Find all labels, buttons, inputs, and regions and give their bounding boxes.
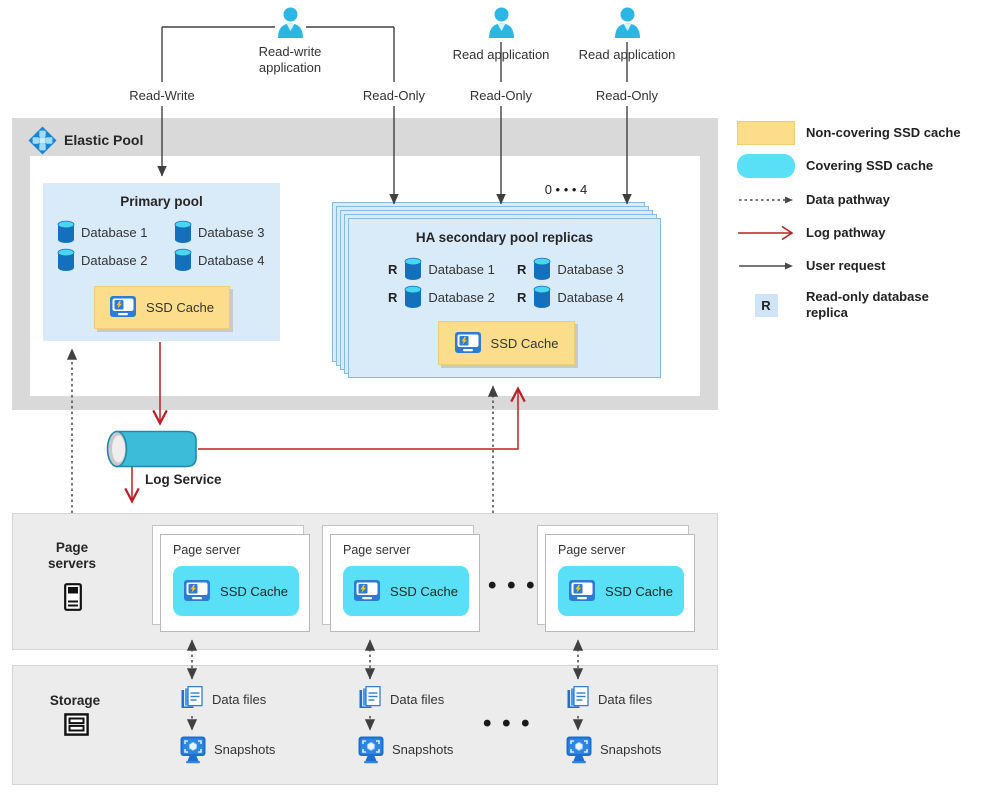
replica-database-item: R Database 2 (388, 285, 495, 309)
database-icon (404, 257, 422, 280)
legend-item-replica: R Read-only database replica (737, 289, 983, 321)
non-covering-cache-swatch (737, 121, 795, 145)
snapshots-label: Snapshots (600, 742, 662, 757)
user-request-arrow-icon (737, 259, 795, 273)
elastic-pool-icon (28, 126, 57, 160)
primary-pool-title: Primary pool (120, 194, 203, 209)
legend-item-data-pathway: Data pathway (737, 192, 983, 208)
primary-ssd-cache: SSD Cache (94, 286, 230, 329)
database-icon (174, 248, 192, 271)
data-files-icon (567, 685, 589, 717)
read-write-app-label: Read-write application (258, 44, 322, 75)
read-user-icon-2 (613, 7, 642, 43)
database-icon (533, 257, 551, 280)
data-files-label: Data files (390, 692, 445, 707)
replica-badge: R (754, 293, 778, 317)
read-write-user-icon (276, 7, 305, 43)
page-server-title: Page server (558, 543, 626, 557)
ssd-cache-icon (569, 579, 596, 601)
log-service-label: Log Service (145, 472, 222, 487)
read-app-label-1: Read application (452, 47, 550, 62)
page-server-card-1: Page server SSD Cache (160, 534, 310, 632)
data-files-label: Data files (598, 692, 653, 707)
storage-icon (64, 713, 89, 741)
replica-badge: R (517, 289, 527, 305)
legend-item-non-covering: Non-covering SSD cache (737, 121, 983, 145)
snapshots-label: Snapshots (392, 742, 454, 757)
primary-pool-box: Primary pool Database 1 Database 3 Datab… (43, 183, 280, 341)
read-user-icon-1 (487, 7, 516, 43)
database-item: Database 4 (174, 248, 265, 272)
page-server-title: Page server (173, 543, 241, 557)
page-servers-ellipsis: • • • (488, 572, 537, 599)
database-icon (57, 220, 75, 243)
database-icon (533, 285, 551, 308)
legend-item-log-pathway: Log pathway (737, 225, 983, 241)
database-icon (57, 248, 75, 271)
read-only-request-label-3: Read-Only (595, 88, 659, 103)
database-item: Database 3 (174, 220, 265, 244)
database-icon (404, 285, 422, 308)
replica-badge: R (388, 289, 398, 305)
replica-badge: R (388, 261, 398, 277)
snapshots-icon (566, 736, 592, 769)
storage-ellipsis: • • • (483, 710, 532, 737)
snapshots-label: Snapshots (214, 742, 276, 757)
data-files-icon (359, 685, 381, 717)
legend-item-user-request: User request (737, 258, 983, 274)
elastic-pool-title: Elastic Pool (64, 132, 144, 148)
ssd-cache-icon (110, 296, 137, 317)
page-server-card-2: Page server SSD Cache (330, 534, 480, 632)
page-server-ssd-cache: SSD Cache (173, 566, 299, 616)
ssd-cache-icon (454, 331, 481, 353)
ha-secondary-pool-box: HA secondary pool replicas R Database 1 … (348, 218, 661, 378)
replica-database-item: R Database 4 (517, 285, 624, 309)
storage-title: Storage (49, 693, 101, 708)
data-pathway-arrow-icon (737, 193, 795, 207)
replica-database-item: R Database 3 (517, 257, 624, 281)
read-app-label-2: Read application (578, 47, 676, 62)
ssd-cache-icon (184, 579, 211, 601)
page-server-ssd-cache: SSD Cache (558, 566, 684, 616)
covering-cache-swatch (737, 154, 795, 178)
database-item: Database 2 (57, 248, 148, 272)
database-icon (174, 220, 192, 243)
replica-count-label: 0 • • • 4 (544, 182, 588, 197)
read-only-request-label-2: Read-Only (469, 88, 533, 103)
data-files-icon (181, 685, 203, 717)
snapshots-icon (180, 736, 206, 769)
replica-badge: R (517, 261, 527, 277)
database-item: Database 1 (57, 220, 148, 244)
replica-database-item: R Database 1 (388, 257, 495, 281)
snapshots-icon (358, 736, 384, 769)
legend-item-covering: Covering SSD cache (737, 154, 983, 178)
page-server-title: Page server (343, 543, 411, 557)
read-only-request-label-1: Read-Only (362, 88, 426, 103)
ssd-cache-icon (354, 579, 381, 601)
page-servers-icon (64, 583, 82, 616)
log-service-cylinder (104, 429, 199, 474)
replica-ssd-cache: SSD Cache (438, 321, 575, 365)
page-server-ssd-cache: SSD Cache (343, 566, 469, 616)
page-servers-title: Page servers (47, 540, 97, 571)
page-server-card-3: Page server SSD Cache (545, 534, 695, 632)
read-write-request-label: Read-Write (129, 88, 195, 103)
ha-secondary-pool-title: HA secondary pool replicas (415, 230, 594, 245)
log-pathway-arrow-icon (737, 225, 795, 241)
data-files-label: Data files (212, 692, 267, 707)
